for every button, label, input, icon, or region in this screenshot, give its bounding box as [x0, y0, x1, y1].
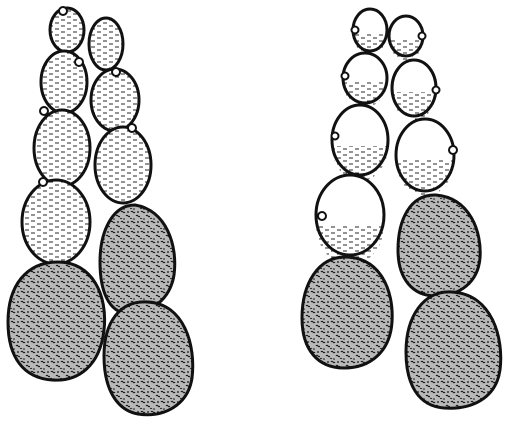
cell: [406, 292, 501, 408]
cell: [396, 119, 454, 196]
left-chain-a: [8, 7, 105, 380]
cell: [104, 302, 193, 415]
nucleus: [352, 27, 359, 34]
nucleus: [39, 178, 47, 186]
nucleus: [419, 33, 426, 40]
cell: [91, 69, 139, 131]
cell: [343, 53, 387, 107]
right-chain-a: [302, 9, 392, 368]
cell: [22, 180, 90, 264]
cell: [316, 175, 384, 265]
nucleus: [75, 58, 83, 66]
cell: [100, 205, 175, 314]
nucleus: [449, 146, 457, 154]
nucleus: [318, 212, 326, 220]
nucleus: [112, 68, 120, 76]
cell: [89, 18, 123, 70]
nucleus: [433, 87, 440, 94]
cell: [95, 127, 151, 203]
nucleus: [332, 133, 339, 140]
cell: [332, 105, 388, 181]
cell: [389, 16, 423, 60]
nucleus: [40, 107, 48, 115]
cell: [302, 257, 392, 368]
cell: [34, 110, 90, 186]
cell: [392, 60, 436, 120]
right-chain-b: [389, 16, 501, 408]
cell: [8, 262, 105, 380]
nucleus: [128, 124, 136, 132]
nucleus: [342, 73, 349, 80]
cell: [398, 195, 480, 296]
cell: [50, 8, 84, 52]
nucleus: [59, 7, 67, 15]
left-chain-b: [89, 18, 193, 415]
